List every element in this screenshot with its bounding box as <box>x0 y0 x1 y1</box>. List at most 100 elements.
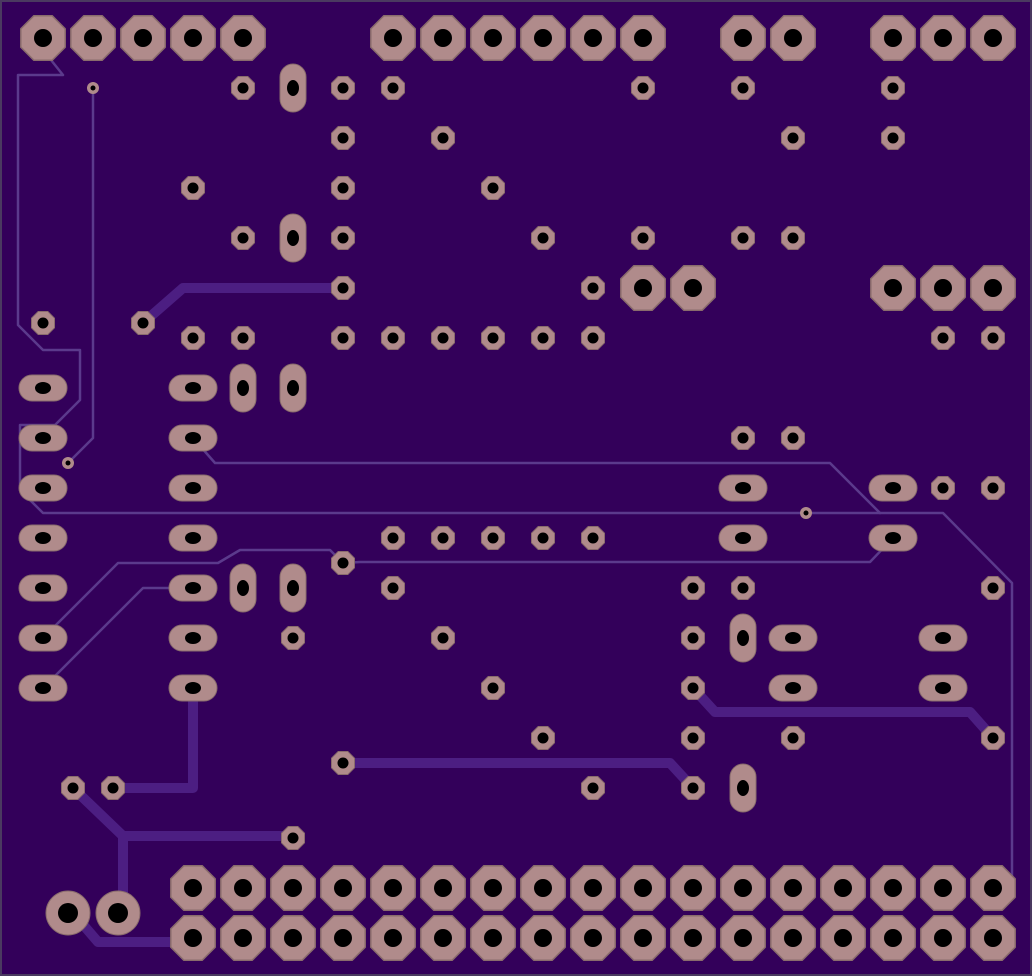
drill-hole <box>387 532 399 544</box>
drill-hole <box>237 232 249 244</box>
drill-hole <box>687 632 699 644</box>
trace <box>688 683 998 743</box>
drill-hole <box>937 332 949 344</box>
drill-hole <box>287 632 299 644</box>
drill-hole <box>35 482 51 494</box>
thin-trace <box>66 86 95 465</box>
drill-hole <box>987 482 999 494</box>
drill-hole <box>537 232 549 244</box>
drill-hole <box>337 232 349 244</box>
drill-hole <box>803 510 809 516</box>
drill-hole <box>234 879 252 897</box>
drill-hole <box>58 903 78 923</box>
drill-hole <box>185 432 201 444</box>
drill-hole <box>587 532 599 544</box>
drill-hole <box>734 29 752 47</box>
drill-hole <box>884 29 902 47</box>
drill-hole <box>834 879 852 897</box>
drill-hole <box>67 782 79 794</box>
drill-hole <box>687 732 699 744</box>
drill-hole <box>35 682 51 694</box>
drill-hole <box>337 82 349 94</box>
drill-hole <box>584 929 602 947</box>
drill-hole <box>237 332 249 344</box>
drill-hole <box>384 29 402 47</box>
drill-hole <box>287 230 299 246</box>
drill-hole <box>134 29 152 47</box>
drill-hole <box>34 29 52 47</box>
drill-hole <box>234 29 252 47</box>
drill-hole <box>237 380 249 396</box>
drill-hole <box>434 29 452 47</box>
drill-hole <box>184 29 202 47</box>
drill-hole <box>287 832 299 844</box>
drill-hole <box>284 879 302 897</box>
drill-hole <box>185 382 201 394</box>
drill-hole <box>384 929 402 947</box>
drill-hole <box>287 80 299 96</box>
drill-hole <box>737 582 749 594</box>
drill-hole <box>584 29 602 47</box>
drill-hole <box>787 232 799 244</box>
drill-hole <box>587 282 599 294</box>
drill-hole <box>185 482 201 494</box>
drill-hole <box>637 82 649 94</box>
drill-hole <box>35 432 51 444</box>
drill-hole <box>334 879 352 897</box>
drill-hole <box>107 782 119 794</box>
drill-hole <box>735 482 751 494</box>
drill-hole <box>587 332 599 344</box>
thin-trace <box>16 36 1014 890</box>
drill-hole <box>434 879 452 897</box>
drill-hole <box>934 279 952 297</box>
drill-hole <box>137 317 149 329</box>
drill-hole <box>634 279 652 297</box>
drill-hole <box>934 29 952 47</box>
drill-hole <box>934 929 952 947</box>
drill-hole <box>35 582 51 594</box>
drill-hole <box>487 532 499 544</box>
drill-hole <box>634 29 652 47</box>
drill-hole <box>634 879 652 897</box>
drill-hole <box>534 879 552 897</box>
drill-hole <box>884 929 902 947</box>
drill-hole <box>987 582 999 594</box>
drill-hole <box>537 532 549 544</box>
drill-hole <box>785 632 801 644</box>
drill-hole <box>237 82 249 94</box>
drill-hole <box>784 29 802 47</box>
drill-hole <box>337 332 349 344</box>
drill-hole <box>437 332 449 344</box>
drill-hole <box>384 879 402 897</box>
drill-hole <box>785 682 801 694</box>
drill-hole <box>737 432 749 444</box>
drill-hole <box>487 182 499 194</box>
drill-hole <box>834 929 852 947</box>
drill-hole <box>337 282 349 294</box>
drill-hole <box>784 879 802 897</box>
drill-hole <box>237 580 249 596</box>
drill-hole <box>187 182 199 194</box>
drill-hole <box>787 132 799 144</box>
drill-hole <box>885 532 901 544</box>
drill-hole <box>984 279 1002 297</box>
drill-hole <box>684 279 702 297</box>
drill-hole <box>587 782 599 794</box>
drill-hole <box>84 29 102 47</box>
drill-hole <box>387 82 399 94</box>
component-pads <box>18 15 1016 961</box>
drill-hole <box>334 929 352 947</box>
drill-hole <box>737 232 749 244</box>
drill-hole <box>185 532 201 544</box>
drill-hole <box>787 732 799 744</box>
drill-hole <box>887 132 899 144</box>
trace <box>108 683 198 793</box>
drill-hole <box>734 879 752 897</box>
drill-hole <box>537 332 549 344</box>
drill-hole <box>787 432 799 444</box>
drill-hole <box>287 580 299 596</box>
drill-hole <box>387 582 399 594</box>
drill-hole <box>337 182 349 194</box>
drill-hole <box>737 82 749 94</box>
